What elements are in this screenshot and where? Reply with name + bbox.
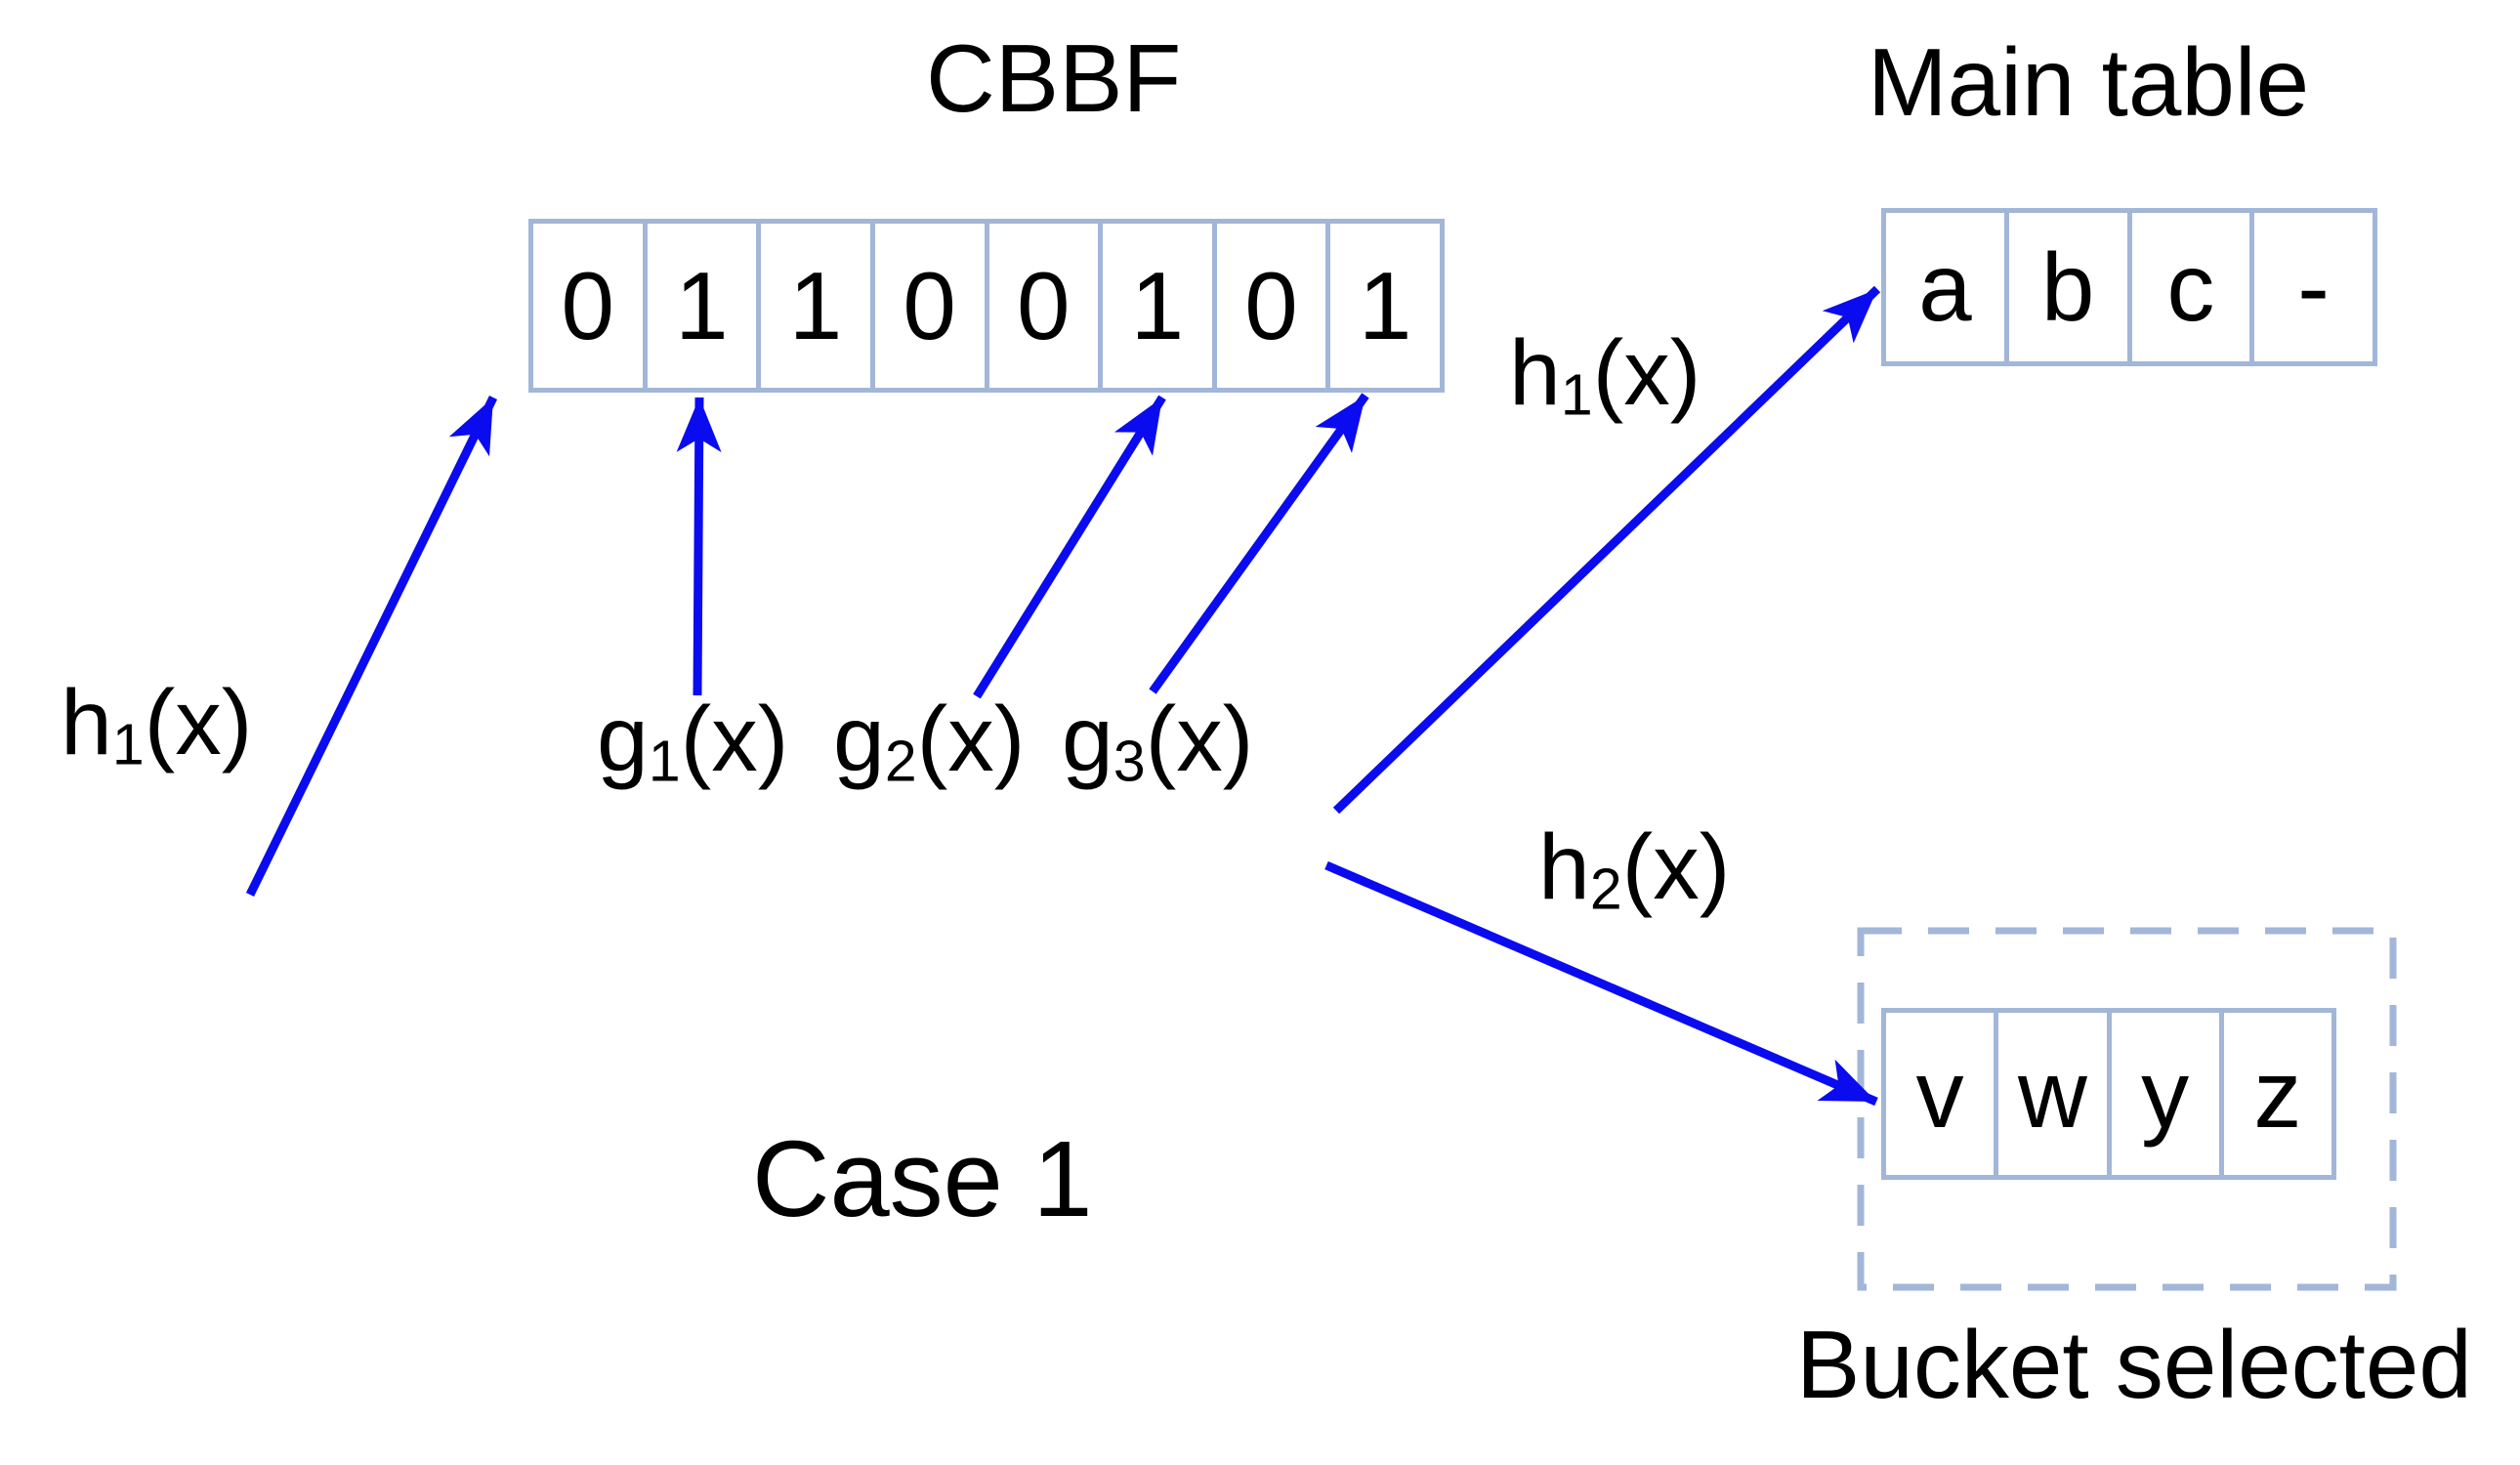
cell: a [1881,208,2009,366]
label-text: (x) [1145,688,1254,791]
label-subscript: 1 [648,730,681,794]
cbbf-title: CBBF [926,24,1182,132]
cell: 0 [528,219,648,393]
cell: z [2218,1008,2336,1180]
label-subscript: 3 [1113,730,1146,794]
cell: 0 [869,219,989,393]
label-text: g [833,688,885,791]
cell: 0 [984,219,1104,393]
label-subscript: 2 [1589,858,1622,922]
g1-label: g1(x) [597,681,788,800]
label-text: (x) [916,688,1026,791]
main-table-title: Main table [1868,28,2310,136]
label-subscript: 2 [884,730,917,794]
h1-label-left: h1(x) [61,664,252,783]
label-text: (x) [680,688,789,791]
label-text: g [597,688,649,791]
label-text: (x) [1592,321,1701,425]
label-text: (x) [144,671,253,774]
label-text: h [1509,321,1561,425]
cell: 1 [756,219,875,393]
cell: b [2003,208,2132,366]
cell: w [1994,1008,2112,1180]
cell: 0 [1211,219,1331,393]
case-title: Case 1 [752,1119,1093,1239]
h1-to-cbbf-arrow [245,396,498,897]
cell: 1 [642,219,762,393]
cell: c [2126,208,2255,366]
g1-to-cbbf-arrow [676,397,722,696]
g2-label: g2(x) [833,681,1025,800]
label-text: g [1062,688,1113,791]
cell: - [2249,208,2377,366]
label-text: (x) [1621,816,1731,919]
cell: y [2106,1008,2224,1180]
cell: 1 [1325,219,1445,393]
label-text: h [61,671,112,774]
h2-label: h2(x) [1538,809,1730,928]
cell: v [1881,1008,1999,1180]
h1-label-main-table: h1(x) [1509,314,1701,434]
label-text: h [1538,816,1590,919]
label-subscript: 1 [111,713,145,777]
cell: 1 [1098,219,1217,393]
g2-to-cbbf-arrow [973,395,1166,699]
label-subscript: 1 [1560,363,1593,428]
bucket-selected-title: Bucket selected [1796,1311,2472,1418]
g3-label: g3(x) [1062,681,1253,800]
g3-to-cbbf-arrow [1149,393,1369,694]
